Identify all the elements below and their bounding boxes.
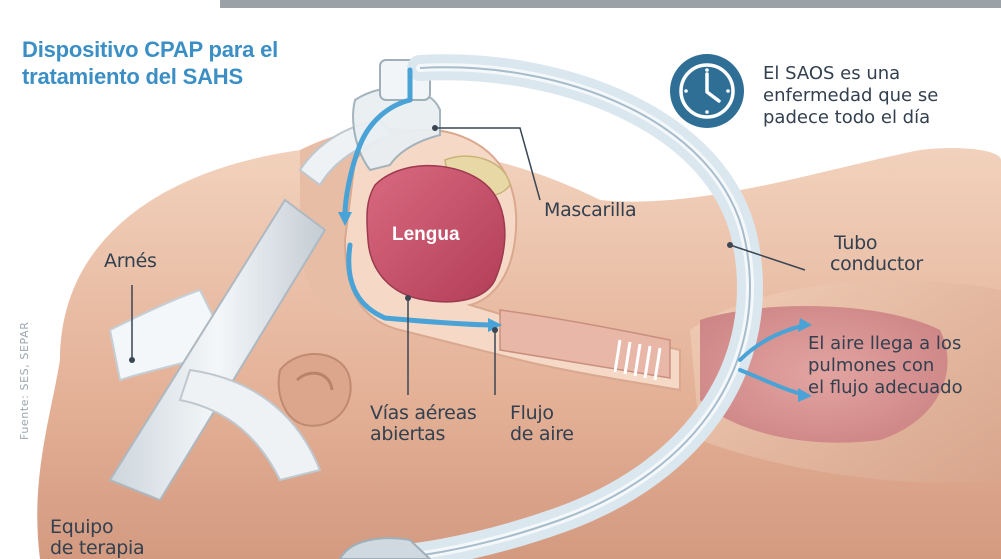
label-vias-line-1: Vías aéreas xyxy=(370,403,477,424)
aire-note-line-2: pulmones con xyxy=(808,355,963,377)
label-lengua: Lengua xyxy=(392,224,460,246)
saos-note: El SAOS es una enfermedad que se padece … xyxy=(763,63,938,129)
label-equipo-line-1: Equipo xyxy=(50,517,144,538)
label-arnes: Arnés xyxy=(104,251,157,272)
label-mascarilla: Mascarilla xyxy=(544,200,636,221)
label-equipo-line-2: de terapia xyxy=(50,538,144,559)
saos-note-line-3: padece todo el día xyxy=(763,107,938,129)
label-equipo-terapia: Equipo de terapia xyxy=(50,517,144,559)
source-credit: Fuente: SES, SEPAR xyxy=(18,322,31,440)
label-tubo-conductor: Tubo conductor xyxy=(830,233,923,275)
title-line-2: tratamiento del SAHS xyxy=(22,63,278,90)
diagram-title: Dispositivo CPAP para el tratamiento del… xyxy=(22,36,278,90)
label-vias-aereas: Vías aéreas abiertas xyxy=(370,403,477,445)
ear xyxy=(279,354,351,426)
title-line-1: Dispositivo CPAP para el xyxy=(22,36,278,63)
aire-note-line-3: el flujo adecuado xyxy=(808,377,963,399)
label-flujo-aire: Flujo de aire xyxy=(510,403,574,445)
label-tubo-line-2: conductor xyxy=(830,254,923,275)
label-flujo-line-1: Flujo xyxy=(510,403,574,424)
saos-note-line-1: El SAOS es una xyxy=(763,63,938,85)
clock-icon xyxy=(670,54,744,128)
label-flujo-line-2: de aire xyxy=(510,424,574,445)
saos-note-line-2: enfermedad que se xyxy=(763,85,938,107)
top-strip xyxy=(220,0,1001,8)
label-vias-line-2: abiertas xyxy=(370,424,477,445)
aire-note-line-1: El aire llega a los xyxy=(808,333,963,355)
aire-note: El aire llega a los pulmones con el fluj… xyxy=(808,333,963,399)
label-tubo-line-1: Tubo xyxy=(830,233,923,254)
